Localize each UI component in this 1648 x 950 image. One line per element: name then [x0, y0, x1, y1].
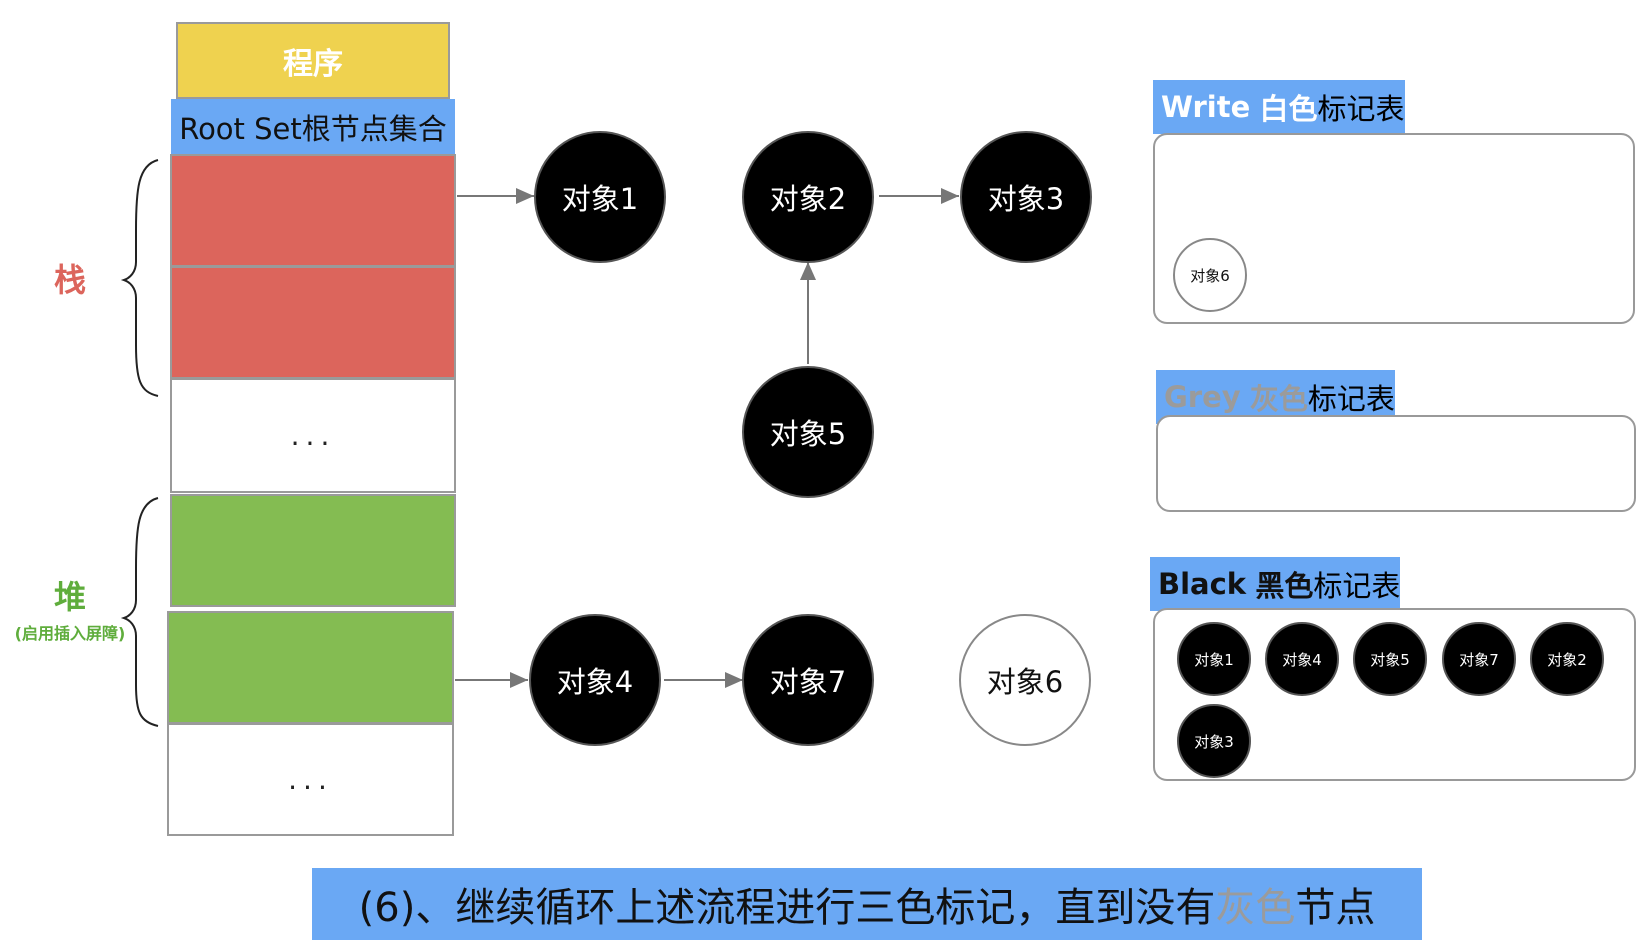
node-obj4: 对象4 — [529, 614, 661, 746]
caption-highlight: 灰色 — [1215, 885, 1296, 931]
white-table-item: 对象6 — [1173, 238, 1247, 312]
black-table-item: 对象4 — [1265, 622, 1339, 696]
node-obj1: 对象1 — [534, 131, 666, 263]
node-obj5: 对象5 — [742, 366, 874, 498]
white-title-suffix: 标记表 — [1317, 92, 1405, 126]
black-table-item: 对象2 — [1530, 622, 1604, 696]
stack-brace — [120, 159, 159, 397]
white-table: 对象6 — [1153, 133, 1635, 324]
black-table-title: Black 黑色标记表 — [1150, 557, 1401, 611]
black-title-en: Black — [1158, 567, 1247, 601]
black-table-item: 对象1 — [1177, 622, 1251, 696]
grey-title-color: 灰色 — [1249, 382, 1308, 416]
stack-label: 栈 — [53, 261, 86, 299]
heap-cell-2 — [167, 611, 454, 724]
black-table-item: 对象3 — [1177, 704, 1251, 778]
stack-cell-1 — [170, 154, 456, 267]
grey-title-suffix: 标记表 — [1307, 382, 1395, 416]
stack-ellipsis: ... — [170, 378, 456, 493]
heap-brace — [120, 497, 159, 727]
root-set-block: Root Set根节点集合 — [171, 99, 455, 155]
white-table-title: Write 白色标记表 — [1153, 80, 1405, 134]
node-obj7: 对象7 — [742, 614, 874, 746]
black-title-suffix: 标记表 — [1313, 569, 1401, 603]
caption-suffix: 节点 — [1295, 885, 1376, 931]
heap-ellipsis: ... — [167, 723, 454, 836]
node-obj3: 对象3 — [960, 131, 1092, 263]
black-table-item: 对象5 — [1353, 622, 1427, 696]
black-table-item: 对象7 — [1442, 622, 1516, 696]
program-block: 程序 — [176, 22, 450, 99]
grey-table — [1156, 415, 1636, 512]
white-title-color: 白色 — [1259, 92, 1318, 126]
black-title-color: 黑色 — [1255, 569, 1314, 603]
node-obj6: 对象6 — [959, 614, 1091, 746]
black-table: 对象1 对象4 对象5 对象7 对象2 对象3 — [1153, 608, 1636, 781]
caption-prefix: (6)、继续循环上述流程进行三色标记，直到没有 — [358, 885, 1216, 931]
white-title-en: Write — [1161, 90, 1251, 124]
caption: (6)、继续循环上述流程进行三色标记，直到没有灰色节点 — [312, 868, 1422, 940]
grey-title-en: Grey — [1164, 380, 1241, 414]
heap-label: 堆 — [53, 578, 86, 616]
heap-cell-1 — [170, 494, 456, 607]
node-obj2: 对象2 — [742, 131, 874, 263]
heap-sublabel: (启用插入屏障) — [14, 624, 126, 643]
